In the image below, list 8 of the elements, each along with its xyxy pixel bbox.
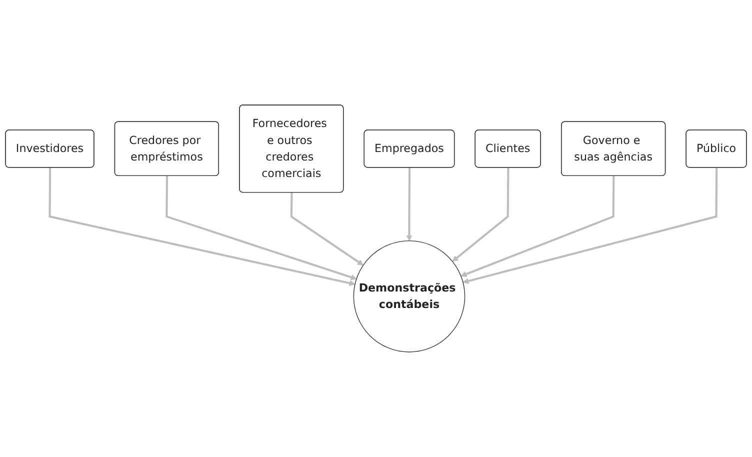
- arrow: [460, 176, 615, 277]
- arrow: [462, 168, 718, 284]
- arrow: [406, 168, 412, 242]
- arrow: [48, 168, 356, 286]
- node-circle: Demonstrações contábeis: [353, 240, 466, 352]
- arrow: [452, 168, 510, 262]
- arrow: [166, 176, 357, 280]
- arrow: [290, 192, 364, 266]
